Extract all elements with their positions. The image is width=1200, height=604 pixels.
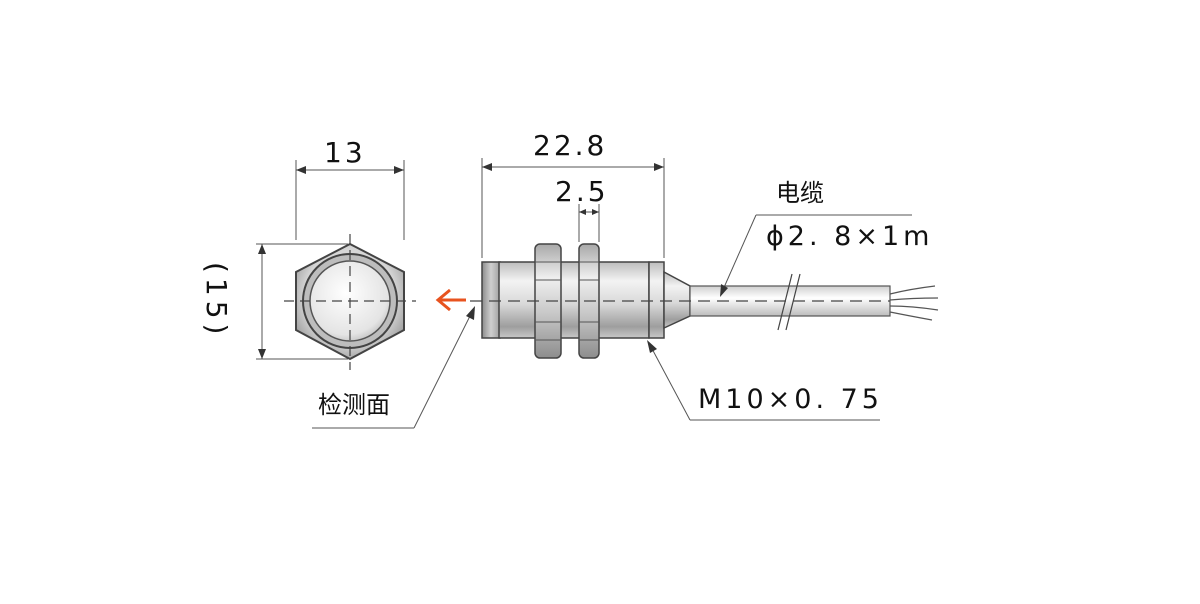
strain-relief xyxy=(663,270,691,330)
front-view xyxy=(256,160,416,370)
threaded-body xyxy=(498,261,650,339)
dim-label-2-5: 2.5 xyxy=(555,175,609,208)
dim15-arrow-bottom xyxy=(258,349,266,359)
cable-leader-arrow xyxy=(720,284,728,297)
cable-break-mark-2 xyxy=(785,273,801,331)
dim15-arrow-top xyxy=(258,244,266,254)
dim22-arrow-left xyxy=(482,163,492,171)
sensing-face-leader-diag xyxy=(413,311,473,429)
dim13-arrow-left xyxy=(296,166,306,174)
thread-leader-diag xyxy=(649,344,691,421)
sensing-face-label: 检测面 xyxy=(318,391,390,419)
sensing-face xyxy=(481,261,501,339)
cable-leader-diag xyxy=(721,214,757,293)
cable-wires xyxy=(889,285,939,321)
dim13-arrow-right xyxy=(394,166,404,174)
dim-label-22-8: 22.8 xyxy=(533,129,608,162)
sensing-face-leader-arrow xyxy=(466,306,475,320)
dim25-arrow-left xyxy=(579,209,586,215)
dim22-arrow-right xyxy=(654,163,664,171)
rear-band xyxy=(648,261,665,339)
thread-leader-arrow xyxy=(647,340,657,353)
cable-label: 电缆 xyxy=(776,179,824,207)
cable-break-mark-1 xyxy=(777,273,793,331)
thread-spec-label: M10×0. 75 xyxy=(698,384,883,415)
side-view xyxy=(312,158,939,429)
dim-label-13: 13 xyxy=(324,136,366,169)
detection-direction-arrow xyxy=(435,288,466,312)
dim25-arrow-right xyxy=(592,209,599,215)
cable-spec-label: ϕ2. 8×1m xyxy=(766,221,934,252)
dim-label-15: (15) xyxy=(200,262,233,340)
